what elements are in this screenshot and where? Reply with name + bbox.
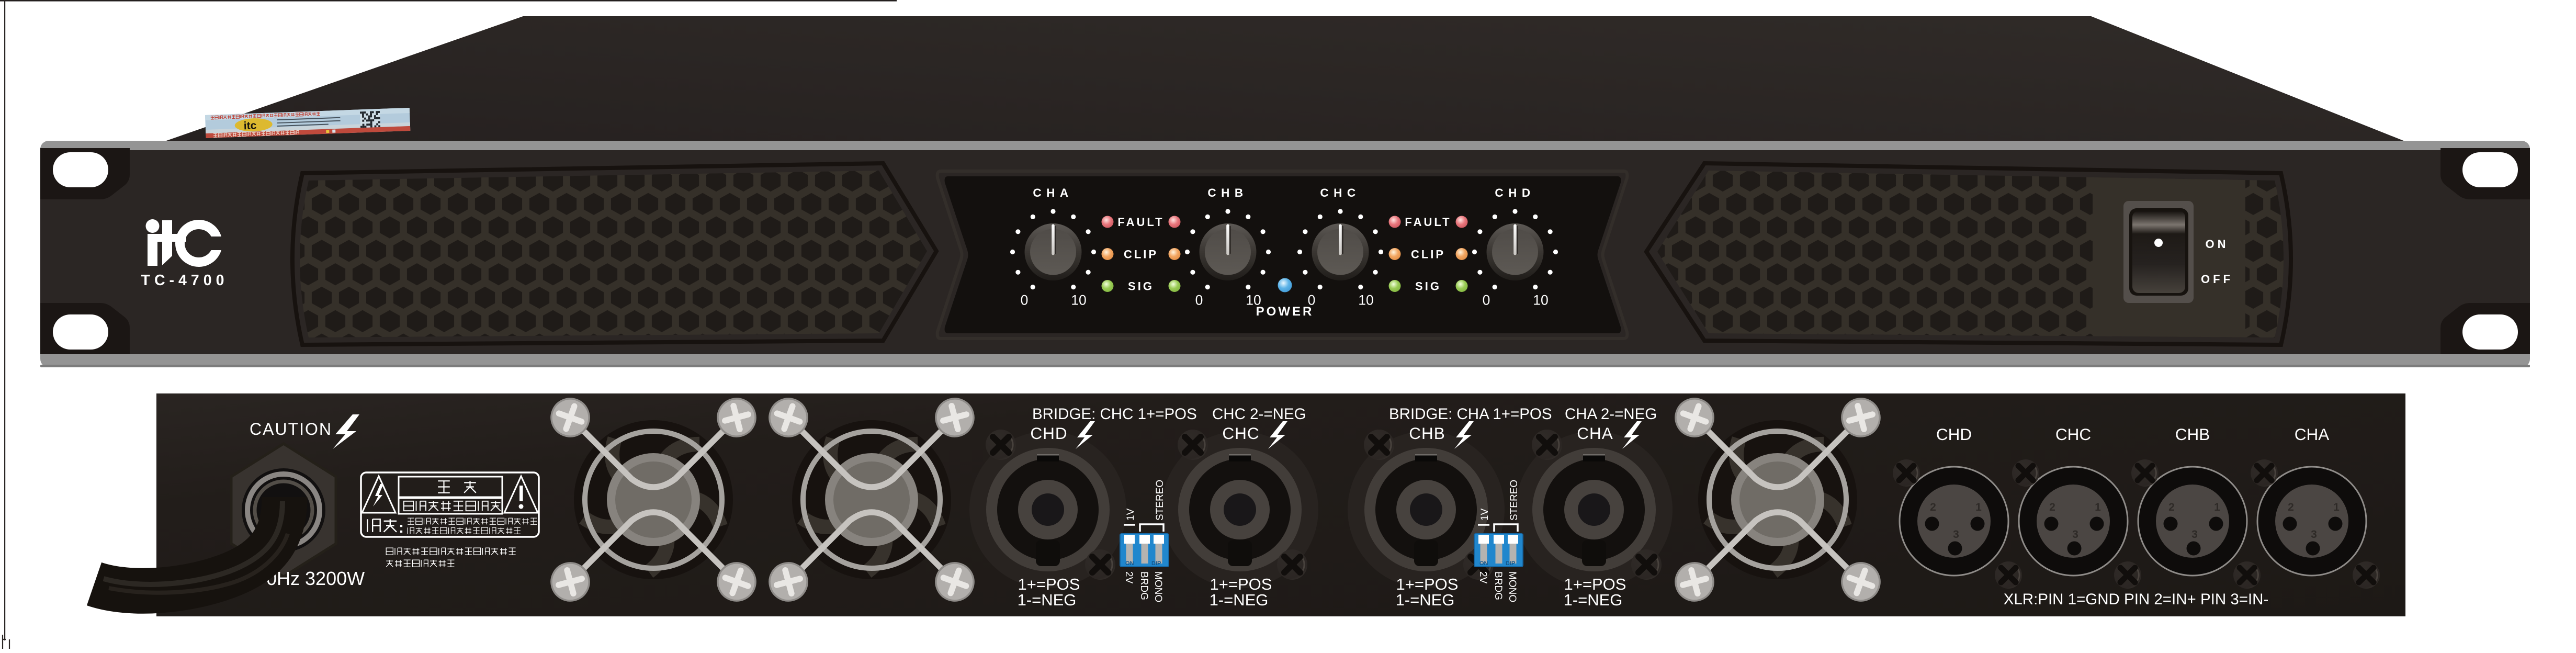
svg-text:0Hz 3200W: 0Hz 3200W: [266, 568, 365, 589]
svg-text:1+=POS: 1+=POS: [1210, 575, 1272, 593]
svg-text:2V: 2V: [1123, 571, 1134, 584]
svg-text:MONO: MONO: [1507, 571, 1518, 602]
svg-text:1V: 1V: [1125, 508, 1136, 521]
svg-text:BRDG: BRDG: [1138, 571, 1149, 600]
svg-text:CHD: CHD: [1936, 425, 1972, 444]
svg-text:0: 0: [1483, 292, 1490, 308]
svg-text:2: 2: [2288, 501, 2294, 513]
svg-text:MONO: MONO: [1153, 571, 1163, 602]
svg-text:FAULT: FAULT: [1117, 216, 1164, 229]
svg-text:3: 3: [2072, 528, 2078, 541]
svg-text:CHD: CHD: [1495, 186, 1535, 199]
svg-text:CHC: CHC: [2055, 425, 2091, 444]
svg-text:0: 0: [1195, 292, 1203, 308]
svg-text:CHA: CHA: [2295, 425, 2330, 444]
svg-text:1-=NEG: 1-=NEG: [1396, 591, 1455, 609]
svg-text:CHA 2-=NEG: CHA 2-=NEG: [1565, 406, 1657, 423]
svg-text:1+=POS: 1+=POS: [1018, 575, 1080, 593]
svg-text:SIG: SIG: [1128, 280, 1154, 293]
svg-text:CLIP: CLIP: [1124, 248, 1158, 261]
svg-text:ON: ON: [1125, 560, 1134, 567]
svg-text:1-=NEG: 1-=NEG: [1018, 591, 1077, 609]
svg-text:CHA: CHA: [1577, 424, 1613, 443]
svg-text:CHA: CHA: [1033, 186, 1073, 199]
svg-text:CHC 2-=NEG: CHC 2-=NEG: [1212, 406, 1306, 423]
svg-text:CHC: CHC: [1222, 424, 1259, 443]
svg-text:1-=NEG: 1-=NEG: [1564, 591, 1623, 609]
svg-text:ON: ON: [1479, 560, 1488, 567]
svg-text:10: 10: [1533, 292, 1548, 308]
svg-text:1: 1: [1975, 501, 1982, 513]
svg-text:ON: ON: [2206, 238, 2229, 251]
svg-text:DIP: DIP: [1506, 560, 1515, 567]
svg-text:1-=NEG: 1-=NEG: [1210, 591, 1269, 609]
svg-text:CHB: CHB: [2175, 425, 2210, 444]
svg-text:itc: itc: [243, 119, 257, 132]
svg-text:0: 0: [1308, 292, 1316, 308]
svg-text:DIP: DIP: [1151, 560, 1161, 567]
svg-text:2V: 2V: [1477, 571, 1488, 584]
svg-text:POWER: POWER: [1256, 305, 1314, 319]
svg-text:CHB: CHB: [1207, 186, 1248, 199]
svg-text:CHB: CHB: [1409, 424, 1445, 443]
svg-text:CLIP: CLIP: [1411, 248, 1445, 261]
svg-text:OFF: OFF: [2201, 273, 2233, 286]
svg-text:2: 2: [2168, 501, 2175, 513]
svg-text:STEREO: STEREO: [1155, 480, 1166, 521]
svg-text:3: 3: [2311, 528, 2317, 541]
svg-text:BRDG: BRDG: [1493, 571, 1504, 600]
svg-text:1+=POS: 1+=POS: [1396, 575, 1459, 593]
svg-text:2: 2: [1930, 501, 1936, 513]
svg-text:10: 10: [1358, 292, 1373, 308]
svg-text:CAUTION: CAUTION: [250, 420, 332, 438]
svg-text:3: 3: [2191, 528, 2198, 541]
svg-text::: :: [399, 519, 404, 536]
svg-text:1V: 1V: [1479, 508, 1490, 521]
svg-text:1: 1: [2333, 501, 2340, 513]
svg-text:BRIDGE: CHA 1+=POS: BRIDGE: CHA 1+=POS: [1389, 406, 1552, 423]
svg-text:10: 10: [1246, 292, 1261, 308]
svg-text:1: 1: [2095, 501, 2101, 513]
svg-text:FAULT: FAULT: [1405, 216, 1451, 229]
svg-text:TC-4700: TC-4700: [141, 272, 229, 289]
svg-text:1: 1: [2214, 501, 2220, 513]
svg-text:10: 10: [1071, 292, 1086, 308]
svg-text:2: 2: [2049, 501, 2055, 513]
svg-text:CHD: CHD: [1030, 424, 1067, 443]
svg-text:XLR:PIN 1=GND PIN 2=IN+ PIN 3=: XLR:PIN 1=GND PIN 2=IN+ PIN 3=IN-: [2004, 591, 2269, 608]
svg-text:BRIDGE: CHC 1+=POS: BRIDGE: CHC 1+=POS: [1032, 406, 1197, 423]
svg-text:1+=POS: 1+=POS: [1564, 575, 1626, 593]
svg-text:STEREO: STEREO: [1509, 480, 1520, 521]
svg-text:SIG: SIG: [1415, 280, 1441, 293]
svg-text:3: 3: [1953, 528, 1959, 541]
svg-text:0: 0: [1021, 292, 1029, 308]
svg-text:CHC: CHC: [1320, 186, 1360, 199]
